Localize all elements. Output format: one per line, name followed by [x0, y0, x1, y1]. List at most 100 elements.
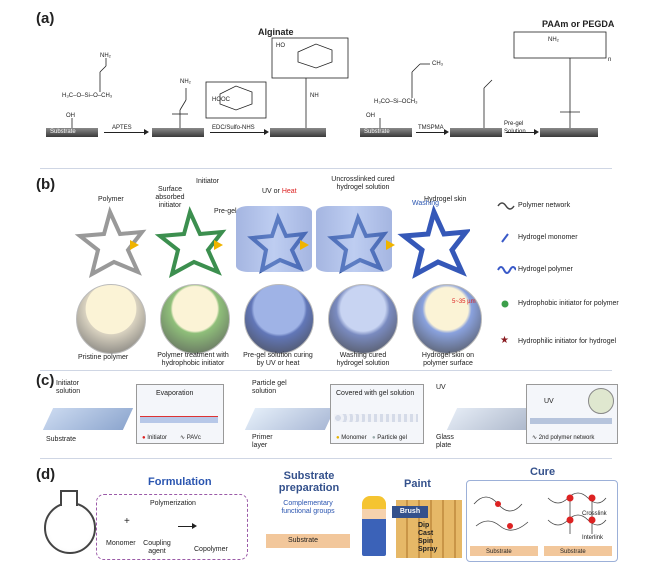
- legend-b: ★ Polymer network Hydrogel monomer Hydro…: [496, 200, 646, 350]
- formulation-title: Formulation: [148, 476, 212, 488]
- polymer-network-icon: [497, 202, 515, 210]
- thickness-label: 5~35 µm: [452, 299, 476, 305]
- arrow-aptes: [104, 129, 149, 135]
- initiator-solution-label: Initiator solution: [56, 380, 81, 395]
- hydrogel-skin-label: Hydrogel skin: [424, 196, 467, 203]
- paam-pegda-title: PAAm or PEGDA: [542, 19, 615, 29]
- c3-inset-circle: [588, 388, 614, 414]
- ch3-label: CH₃: [432, 61, 444, 67]
- c3-plate: [446, 408, 538, 430]
- arrow-b2: [214, 240, 223, 250]
- uv-heat-label: UV or Heat: [262, 188, 297, 195]
- c1-layer: [140, 416, 218, 423]
- edc-label: EDC/Sulfo-NHS: [212, 125, 255, 131]
- pavc-label: ∿ PAVc: [180, 435, 201, 441]
- method-spin: Spin: [418, 538, 434, 545]
- legend-hydrogel-polymer: Hydrogel polymer: [518, 266, 573, 273]
- c3-layer: [530, 418, 612, 424]
- circle-initiator: [160, 284, 230, 354]
- primer-layer-label: Primer layer: [252, 434, 273, 449]
- chemistry-structures-svg: [71, 31, 607, 128]
- substrate-a4: Substrate: [360, 128, 412, 137]
- circle-pristine: [76, 284, 146, 354]
- caption-pregel: Pre-gel solution curing by UV or heat: [243, 352, 313, 367]
- paint-title: Paint: [404, 478, 431, 490]
- particle-gel-label: ● Particle gel: [372, 435, 407, 441]
- panel-c-label: (c): [36, 372, 55, 389]
- c1-detail-box: [136, 384, 224, 444]
- painter-icon: [362, 496, 386, 556]
- separator-c-d: [40, 458, 612, 459]
- covered-label: Covered with gel solution: [336, 390, 415, 397]
- panel-d-label: (d): [36, 466, 56, 483]
- polymerization-arrow: [178, 523, 197, 529]
- substrate-a3: [270, 128, 326, 137]
- separator-b-c: [40, 370, 612, 371]
- oh-label-1: OH: [66, 113, 75, 119]
- arrow-b3: [300, 240, 309, 250]
- oh-label-2: OH: [366, 113, 375, 119]
- circle-skin: [412, 284, 482, 354]
- initiator-star: [154, 206, 227, 278]
- legend-polymer-network: Polymer network: [518, 202, 571, 209]
- cooh-label: HOOC: [212, 97, 230, 103]
- flask: [44, 502, 96, 554]
- monomer-d-label: Monomer: [106, 540, 136, 547]
- polymer-star: [74, 206, 147, 278]
- c2-layer: [334, 414, 418, 422]
- uncrosslinked-label: Uncrosslinked cured hydrogel solution: [331, 176, 395, 191]
- arrow-tmspma: [416, 129, 449, 135]
- cure-substrate-2: Substrate: [544, 546, 612, 556]
- nh2-label-2: NH₂: [180, 79, 191, 85]
- initiator-label: Initiator: [196, 178, 219, 185]
- cure-substrate-1: Substrate: [470, 546, 538, 556]
- pregel-solution-label: Pre-gel Solution: [504, 121, 526, 135]
- initiator-c-label: ● Initiator: [142, 435, 167, 441]
- uv-c-label: UV: [436, 384, 446, 391]
- hydrophobic-initiator-icon: [501, 300, 509, 308]
- uv-c2-label: UV: [544, 398, 554, 405]
- plus-sign: +: [124, 516, 130, 527]
- substrate-prep-title: Substrate preparation: [278, 470, 340, 494]
- particle-gel-solution-label: Particle gel solution: [252, 380, 287, 395]
- alginate-title: Alginate: [258, 27, 294, 37]
- substrate-a5: [450, 128, 502, 137]
- aptes-structure: H₃C–O–Si–O–CH₃: [62, 93, 113, 99]
- nh2-label-1: NH₂: [100, 53, 111, 59]
- second-network-label: ∿ 2nd polymer network: [532, 435, 595, 441]
- tmspma-structure: H₃CO–Si–OCH₃: [374, 99, 418, 105]
- interlink-label: Interlink: [582, 535, 604, 541]
- surface-absorbed-label: Surface absorbed initiator: [155, 186, 185, 209]
- tmspma-label: TMSPMA: [418, 125, 444, 131]
- hydrogel-skin-star: [397, 204, 470, 279]
- polymerization-label: Polymerization: [150, 500, 196, 507]
- circle-pregel: [244, 284, 314, 354]
- c2-plate: [244, 408, 336, 430]
- brush-tag: Brush: [392, 506, 428, 518]
- cure-box: [466, 480, 618, 562]
- circle-washing: [328, 284, 398, 354]
- flask-neck: [60, 490, 78, 506]
- nh-label: NH: [310, 93, 319, 99]
- n-subscript: n: [608, 57, 612, 63]
- arrow-pregel: [506, 129, 539, 135]
- substrate-a2: [152, 128, 204, 137]
- nh2-label-3: NH₂: [548, 37, 559, 43]
- aptes-label: APTES: [112, 125, 132, 131]
- coupling-agent-label: Coupling agent: [143, 540, 171, 555]
- monomer-c-label: ● Monomer: [336, 435, 367, 441]
- caption-pristine: Pristine polymer: [78, 354, 129, 361]
- hydrogel-monomer-icon: [501, 233, 509, 243]
- formulation-box: [96, 494, 248, 560]
- arrow-edc: [210, 129, 269, 135]
- method-cast: Cast: [418, 530, 434, 537]
- arrow-b4: [386, 240, 395, 250]
- method-spray: Spray: [418, 546, 438, 553]
- pregel-cylinder: [236, 206, 312, 272]
- separator-a-b: [40, 168, 612, 169]
- evaporation-label: Evaporation: [156, 390, 194, 397]
- caption-washing: Washing cured hydrogel solution: [336, 352, 390, 367]
- legend-hydrophilic-initiator: Hydrophilic initiator for hydrogel: [518, 338, 617, 345]
- washing-label: Washing: [412, 200, 439, 207]
- panel-a-label: (a): [36, 10, 55, 27]
